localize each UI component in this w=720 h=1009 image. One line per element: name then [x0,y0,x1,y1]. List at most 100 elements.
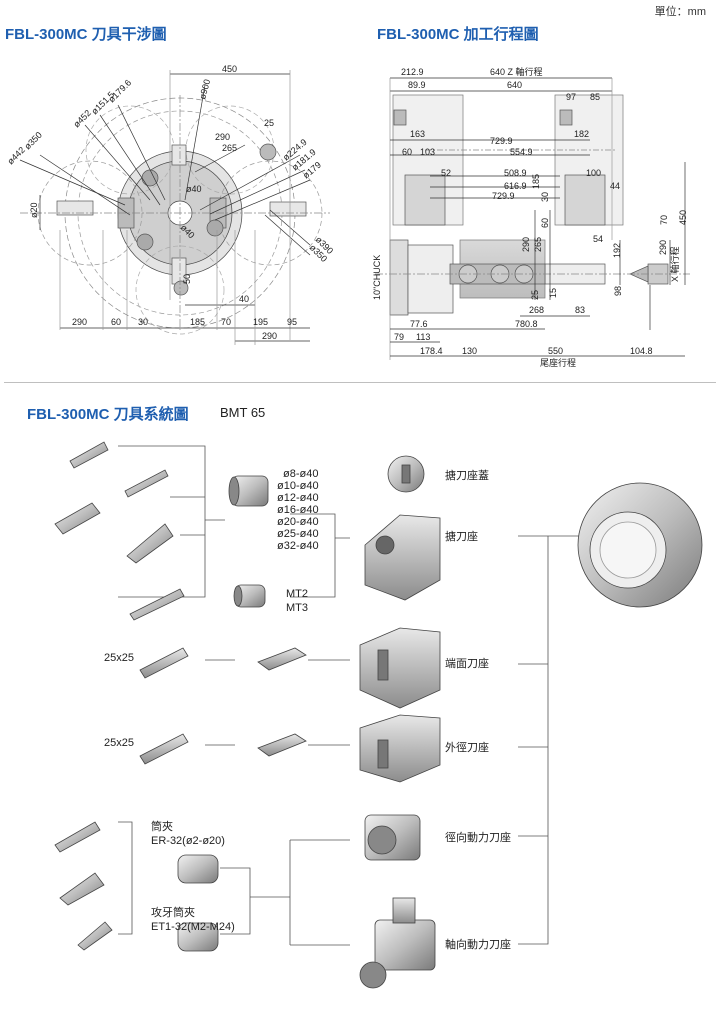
mt-size-2: MT3 [286,602,308,614]
x-axis-stroke: X 軸行程 [669,246,680,282]
mt-size-1: MT2 [286,588,308,600]
dim-85: 85 [590,92,600,102]
face-holder-icon [359,627,441,709]
cutting-tools [54,441,189,951]
dim-900: ø900 [197,78,212,100]
interference-title: FBL-300MC 刀具干涉圖 [5,26,167,43]
collet-spec: ER-32(ø2-ø20) [151,835,225,847]
dim-192: 192 [612,243,622,258]
tap-collet-label: 攻牙筒夾 [151,905,195,919]
dim-30: 30 [540,192,550,202]
dim-182: 182 [574,129,589,139]
sleeve-size-1: ø8-ø40 [283,468,318,480]
taper-drill-icon [129,588,185,621]
dim-450: 450 [222,64,237,74]
holder-od-label: 外徑刀座 [445,740,489,754]
clamp-wedge-icon [257,647,307,671]
tooling-subtitle: BMT 65 [220,405,266,420]
dim-554-9: 554.9 [510,147,533,157]
dim-20: ø20 [29,202,39,218]
dim-79: 79 [394,332,404,342]
axial-live-holder-icon [374,919,436,971]
interference-diagram [19,70,330,345]
holder-boring-label: 搪刀座 [445,529,478,543]
section-divider [4,382,716,383]
dim-60-b: 60 [540,218,550,228]
drill-icon [124,469,169,498]
dim-265-v: 265 [533,237,543,252]
dim-98: 98 [613,286,623,296]
unit-label: 單位：mm [654,6,706,18]
dim-442: ø442 [5,145,27,167]
dim-b60: 60 [111,317,121,327]
dim-89-9: 89.9 [408,80,426,90]
sleeve-size-4: ø16-ø40 [277,504,319,516]
dim-185: 185 [531,174,541,189]
dim-616-9: 616.9 [504,181,527,191]
tooling-labels: ø8-ø40 ø10-ø40 ø12-ø40 ø16-ø40 ø20-ø40 ø… [104,468,511,951]
stroke-labels: 212.9 640 Z 軸行程 89.9 640 97 85 163 182 7… [372,66,688,368]
dim-265: 265 [222,143,237,153]
dim-450-v: 450 [678,210,688,225]
chuck-label: 10"CHUCK [372,255,382,300]
boring-holder-icon [364,514,441,601]
dim-212-9: 212.9 [401,67,424,77]
dim-b185: 185 [190,317,205,327]
face-turning-tool-icon [139,647,189,679]
sleeve-size-3: ø12-ø40 [277,492,319,504]
holder-radial-label: 徑向動力刀座 [445,830,511,844]
collet-label: 筒夾 [151,819,173,833]
dim-350: ø350 [22,130,44,152]
sleeves-and-wedges [177,475,307,952]
dim-83: 83 [575,305,585,315]
clamp-wedge-icon-2 [257,733,307,757]
live-end-mill-icon [59,872,105,906]
dim-729-9-b: 729.9 [492,191,515,201]
dim-77-6: 77.6 [410,319,428,329]
dim-40: 40 [239,294,249,304]
tap-collet-spec: ET1-32(M2-M24) [151,921,235,933]
dim-b195: 195 [253,317,268,327]
tailstock-stroke: 尾座行程 [540,357,576,368]
dim-54: 54 [593,234,603,244]
dim-268: 268 [529,305,544,315]
holder-cover-label: 搪刀座蓋 [445,468,489,482]
dim-163: 163 [410,129,425,139]
dim-290-v: 290 [521,237,531,252]
shank-size-od: 25x25 [104,737,134,749]
stroke-title: FBL-300MC 加工行程圖 [377,26,539,43]
dim-44: 44 [610,181,620,191]
live-drill-icon [54,821,101,853]
tool-holders [359,455,703,989]
er-collet-icon [177,854,219,884]
dim-b95: 95 [287,317,297,327]
dim-25-v: 25 [530,290,540,300]
holder-axial-label: 軸向動力刀座 [445,937,511,951]
dim-52: 52 [441,168,451,178]
dim-100: 100 [586,168,601,178]
dim-97: 97 [566,92,576,102]
dim-130: 130 [462,346,477,356]
dim-178-4: 178.4 [420,346,443,356]
sleeve-size-5: ø20-ø40 [277,516,319,528]
dim-b70: 70 [221,317,231,327]
dim-b30: 30 [138,317,148,327]
dim-60: 60 [402,147,412,157]
tap-collet-icon [177,922,219,952]
dim-290-top: 290 [215,132,230,142]
end-mill-icon [126,523,174,564]
tooling-title: FBL-300MC 刀具系統圖 [27,406,189,423]
od-holder-icon [359,714,441,783]
dim-640: 640 [507,80,522,90]
u-drill-icon [54,502,101,535]
dim-15: 15 [548,288,558,298]
od-turning-tool-icon [139,733,189,765]
dim-40-center: ø40 [186,184,202,194]
dim-729-9: 729.9 [490,136,513,146]
tooling-connectors [118,445,580,946]
stroke-diagram [375,77,690,360]
dim-113: 113 [416,332,430,342]
tap-icon [77,921,113,951]
dim-780-8: 780.8 [515,319,538,329]
